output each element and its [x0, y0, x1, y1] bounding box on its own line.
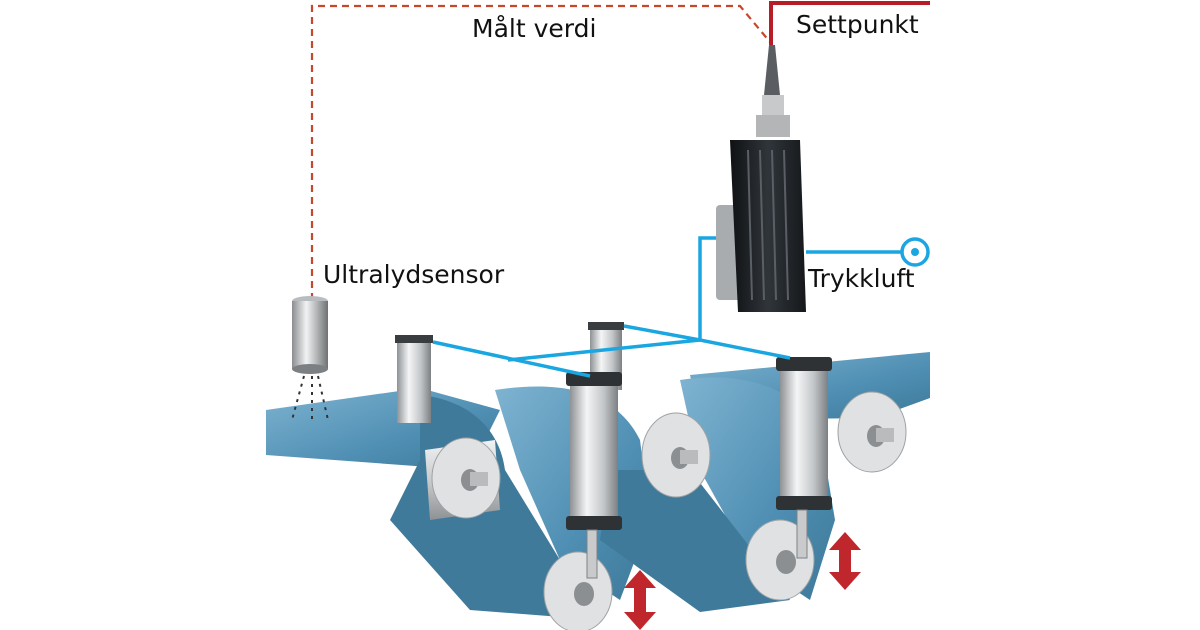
setpoint-label: Settpunkt	[796, 10, 919, 39]
pneumatic-cylinder-rear-left	[395, 335, 433, 423]
up-down-arrow-icon	[624, 570, 656, 630]
ultrasonic-sensor-label: Ultralydsensor	[323, 260, 505, 289]
upper-roller-2	[641, 412, 711, 498]
web-loop-2-back	[600, 470, 790, 612]
pneumatic-cylinder-front-left	[566, 372, 622, 579]
pressure-regulator-icon	[716, 45, 806, 312]
upper-roller-3	[837, 391, 907, 473]
pneumatic-lines	[432, 236, 905, 378]
up-down-arrow-icon	[829, 532, 861, 590]
compressed-air-label: Trykkluft	[808, 264, 915, 293]
setpoint-signal-line	[769, 1, 930, 45]
dancer-roller-1	[543, 551, 613, 630]
upper-roller-1	[425, 437, 501, 520]
air-supply-icon	[900, 237, 930, 267]
ultrasonic-sensor-icon	[291, 296, 329, 421]
measured-value-label: Målt verdi	[472, 14, 597, 43]
pneumatic-cylinder-front-right	[776, 357, 832, 559]
measured-value-signal-line	[310, 4, 771, 300]
